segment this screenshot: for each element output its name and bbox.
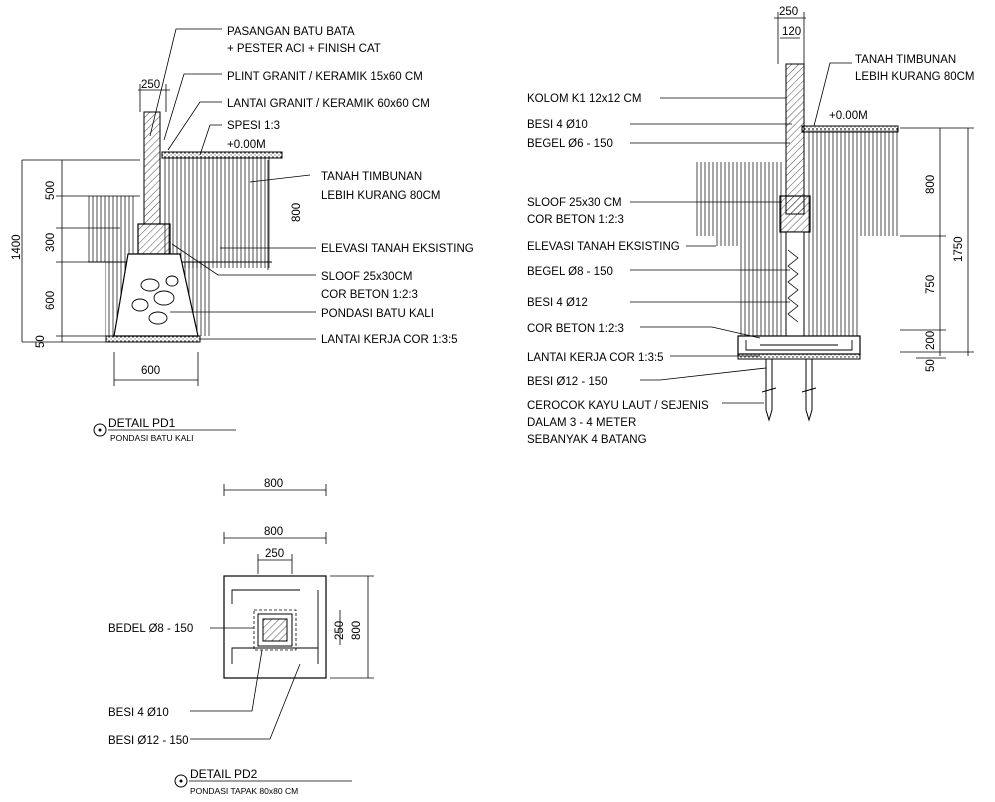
pd2-dim-w1: 800 bbox=[264, 478, 283, 490]
pd1-subtitle: PONDASI BATU KALI bbox=[110, 433, 193, 443]
pile-sloof bbox=[779, 195, 811, 233]
detail-pd1: 250 600 800 1400 500 300 600 50 PASANGAN… bbox=[11, 26, 474, 443]
pd2-title: DETAIL PD2 bbox=[190, 767, 258, 781]
pd1-dim-50: 50 bbox=[35, 335, 47, 348]
pd1-label-plint: PLINT GRANIT / KERAMIK 15x60 CM bbox=[227, 71, 423, 83]
pd2-dim-col: 250 bbox=[265, 548, 284, 560]
pile-pedestal bbox=[785, 231, 805, 337]
pd2-label-bedel: BEDEL Ø8 - 150 bbox=[108, 623, 193, 635]
pile-fill-right bbox=[806, 128, 898, 352]
pd1-label-pondasi: PONDASI BATU KALI bbox=[321, 308, 434, 320]
pd1-label-pasangan-1: PASANGAN BATU BATA bbox=[227, 26, 355, 38]
pile-label-cerocok-2: DALAM 3 - 4 METER bbox=[527, 417, 636, 429]
pile-label-level: +0.00M bbox=[829, 110, 868, 122]
pile-label-tanah-2: LEBIH KURANG 80CM bbox=[855, 71, 975, 83]
pile-label-cor: COR BETON 1:2:3 bbox=[527, 323, 624, 335]
pile-label-kolom: KOLOM K1 12x12 CM bbox=[527, 93, 641, 105]
pile-fill bbox=[696, 162, 784, 352]
pile-label-cerocok-3: SEBANYAK 4 BATANG bbox=[527, 434, 647, 446]
pile-floor-slab bbox=[801, 125, 899, 133]
pd1-label-tanah-2: LEBIH KURANG 80CM bbox=[321, 190, 441, 202]
pile-label-begel6: BEGEL Ø6 - 150 bbox=[527, 138, 613, 150]
pile-label-elevasi: ELEVASI TANAH EKSISTING bbox=[527, 241, 680, 253]
pd1-label-elevasi: ELEVASI TANAH EKSISTING bbox=[321, 243, 474, 255]
pd1-floor-slab bbox=[161, 151, 283, 159]
pd1-label-spesi: SPESI 1:3 bbox=[227, 120, 280, 132]
pile-label-tanah-1: TANAH TIMBUNAN bbox=[855, 54, 956, 66]
pile-label-cerocok-1: CEROCOK KAYU LAUT / SEJENIS bbox=[527, 400, 709, 412]
pd2-label-besi10: BESI 4 Ø10 bbox=[108, 707, 169, 719]
pile-label-besi12: BESI 4 Ø12 bbox=[527, 297, 588, 309]
pile-label-sloof-1: SLOOF 25x30 CM bbox=[527, 197, 622, 209]
pd2-label-besi12: BESI Ø12 - 150 bbox=[108, 735, 189, 747]
pile-label-begel8: BEGEL Ø8 - 150 bbox=[527, 266, 613, 278]
pd1-dim-300: 300 bbox=[45, 233, 57, 252]
pile-label-lantai-kerja: LANTAI KERJA COR 1:3:5 bbox=[527, 352, 664, 364]
pd1-label-sloof-1: SLOOF 25x30CM bbox=[321, 271, 412, 283]
pile-dim-total: 1750 bbox=[953, 236, 965, 262]
pd1-label-level: +0.00M bbox=[227, 139, 266, 151]
pd1-fill-lower bbox=[105, 262, 128, 336]
pile-dim-200: 200 bbox=[925, 331, 937, 350]
pd1-fill-right bbox=[162, 156, 272, 268]
pd1-label-tanah-1: TANAH TIMBUNAN bbox=[321, 171, 422, 183]
pile-dim-top250: 250 bbox=[779, 6, 798, 18]
pd2-dim-w2: 800 bbox=[264, 526, 283, 538]
pd1-label-sloof-2: COR BETON 1:2:3 bbox=[321, 289, 418, 301]
pd1-stones bbox=[131, 275, 179, 325]
pile-dim-800: 800 bbox=[925, 175, 937, 194]
pd1-title: DETAIL PD1 bbox=[108, 416, 176, 430]
pile-label-besi12-150: BESI Ø12 - 150 bbox=[527, 376, 608, 388]
pd2-column-square bbox=[257, 613, 293, 647]
pile-lean-concrete bbox=[737, 353, 861, 360]
pd1-fill-left bbox=[88, 196, 136, 262]
pd2-dim-side800: 800 bbox=[351, 621, 363, 640]
pd1-dim-600: 600 bbox=[45, 291, 57, 310]
detail-pile: 250 120 800 750 200 50 1750 KOLOM K1 12x… bbox=[527, 6, 975, 446]
pile-dim-750: 750 bbox=[925, 275, 937, 294]
pd2-subtitle: PONDASI TAPAK 80x80 CM bbox=[190, 786, 298, 796]
pile-dim-top120: 120 bbox=[782, 26, 801, 38]
pd1-dim-top: 250 bbox=[141, 79, 160, 91]
pile-column bbox=[785, 63, 805, 215]
pile-stakes bbox=[761, 359, 817, 422]
pile-dim-50: 50 bbox=[925, 359, 937, 372]
pd2-dim-side250: 250 bbox=[334, 621, 346, 640]
pd1-sloof bbox=[137, 223, 171, 255]
pd1-label-pasangan-2: + PESTER ACI + FINISH CAT bbox=[227, 43, 381, 55]
pd1-dim-bottom: 600 bbox=[141, 365, 160, 377]
detail-pd2: 800 800 250 250 800 BEDEL Ø8 - 150 BESI … bbox=[108, 478, 374, 796]
pd2-title-marker-icon bbox=[174, 774, 188, 788]
pd1-title-marker-icon bbox=[93, 423, 107, 437]
pd1-fill-lower-right bbox=[182, 262, 212, 336]
pd1-dim-total: 1400 bbox=[11, 234, 23, 260]
pd2-column-core bbox=[262, 618, 288, 642]
pd1-label-lantai: LANTAI GRANIT / KERAMIK 60x60 CM bbox=[227, 98, 430, 110]
pile-label-besi10: BESI 4 Ø10 bbox=[527, 119, 588, 131]
pd1-label-lantai-kerja: LANTAI KERJA COR 1:3:5 bbox=[321, 334, 458, 346]
pile-label-sloof-2: COR BETON 1:2:3 bbox=[527, 214, 624, 226]
pd1-dim-right: 800 bbox=[291, 203, 303, 222]
pd1-lean-concrete bbox=[105, 335, 201, 343]
pd1-dim-500: 500 bbox=[45, 181, 57, 200]
